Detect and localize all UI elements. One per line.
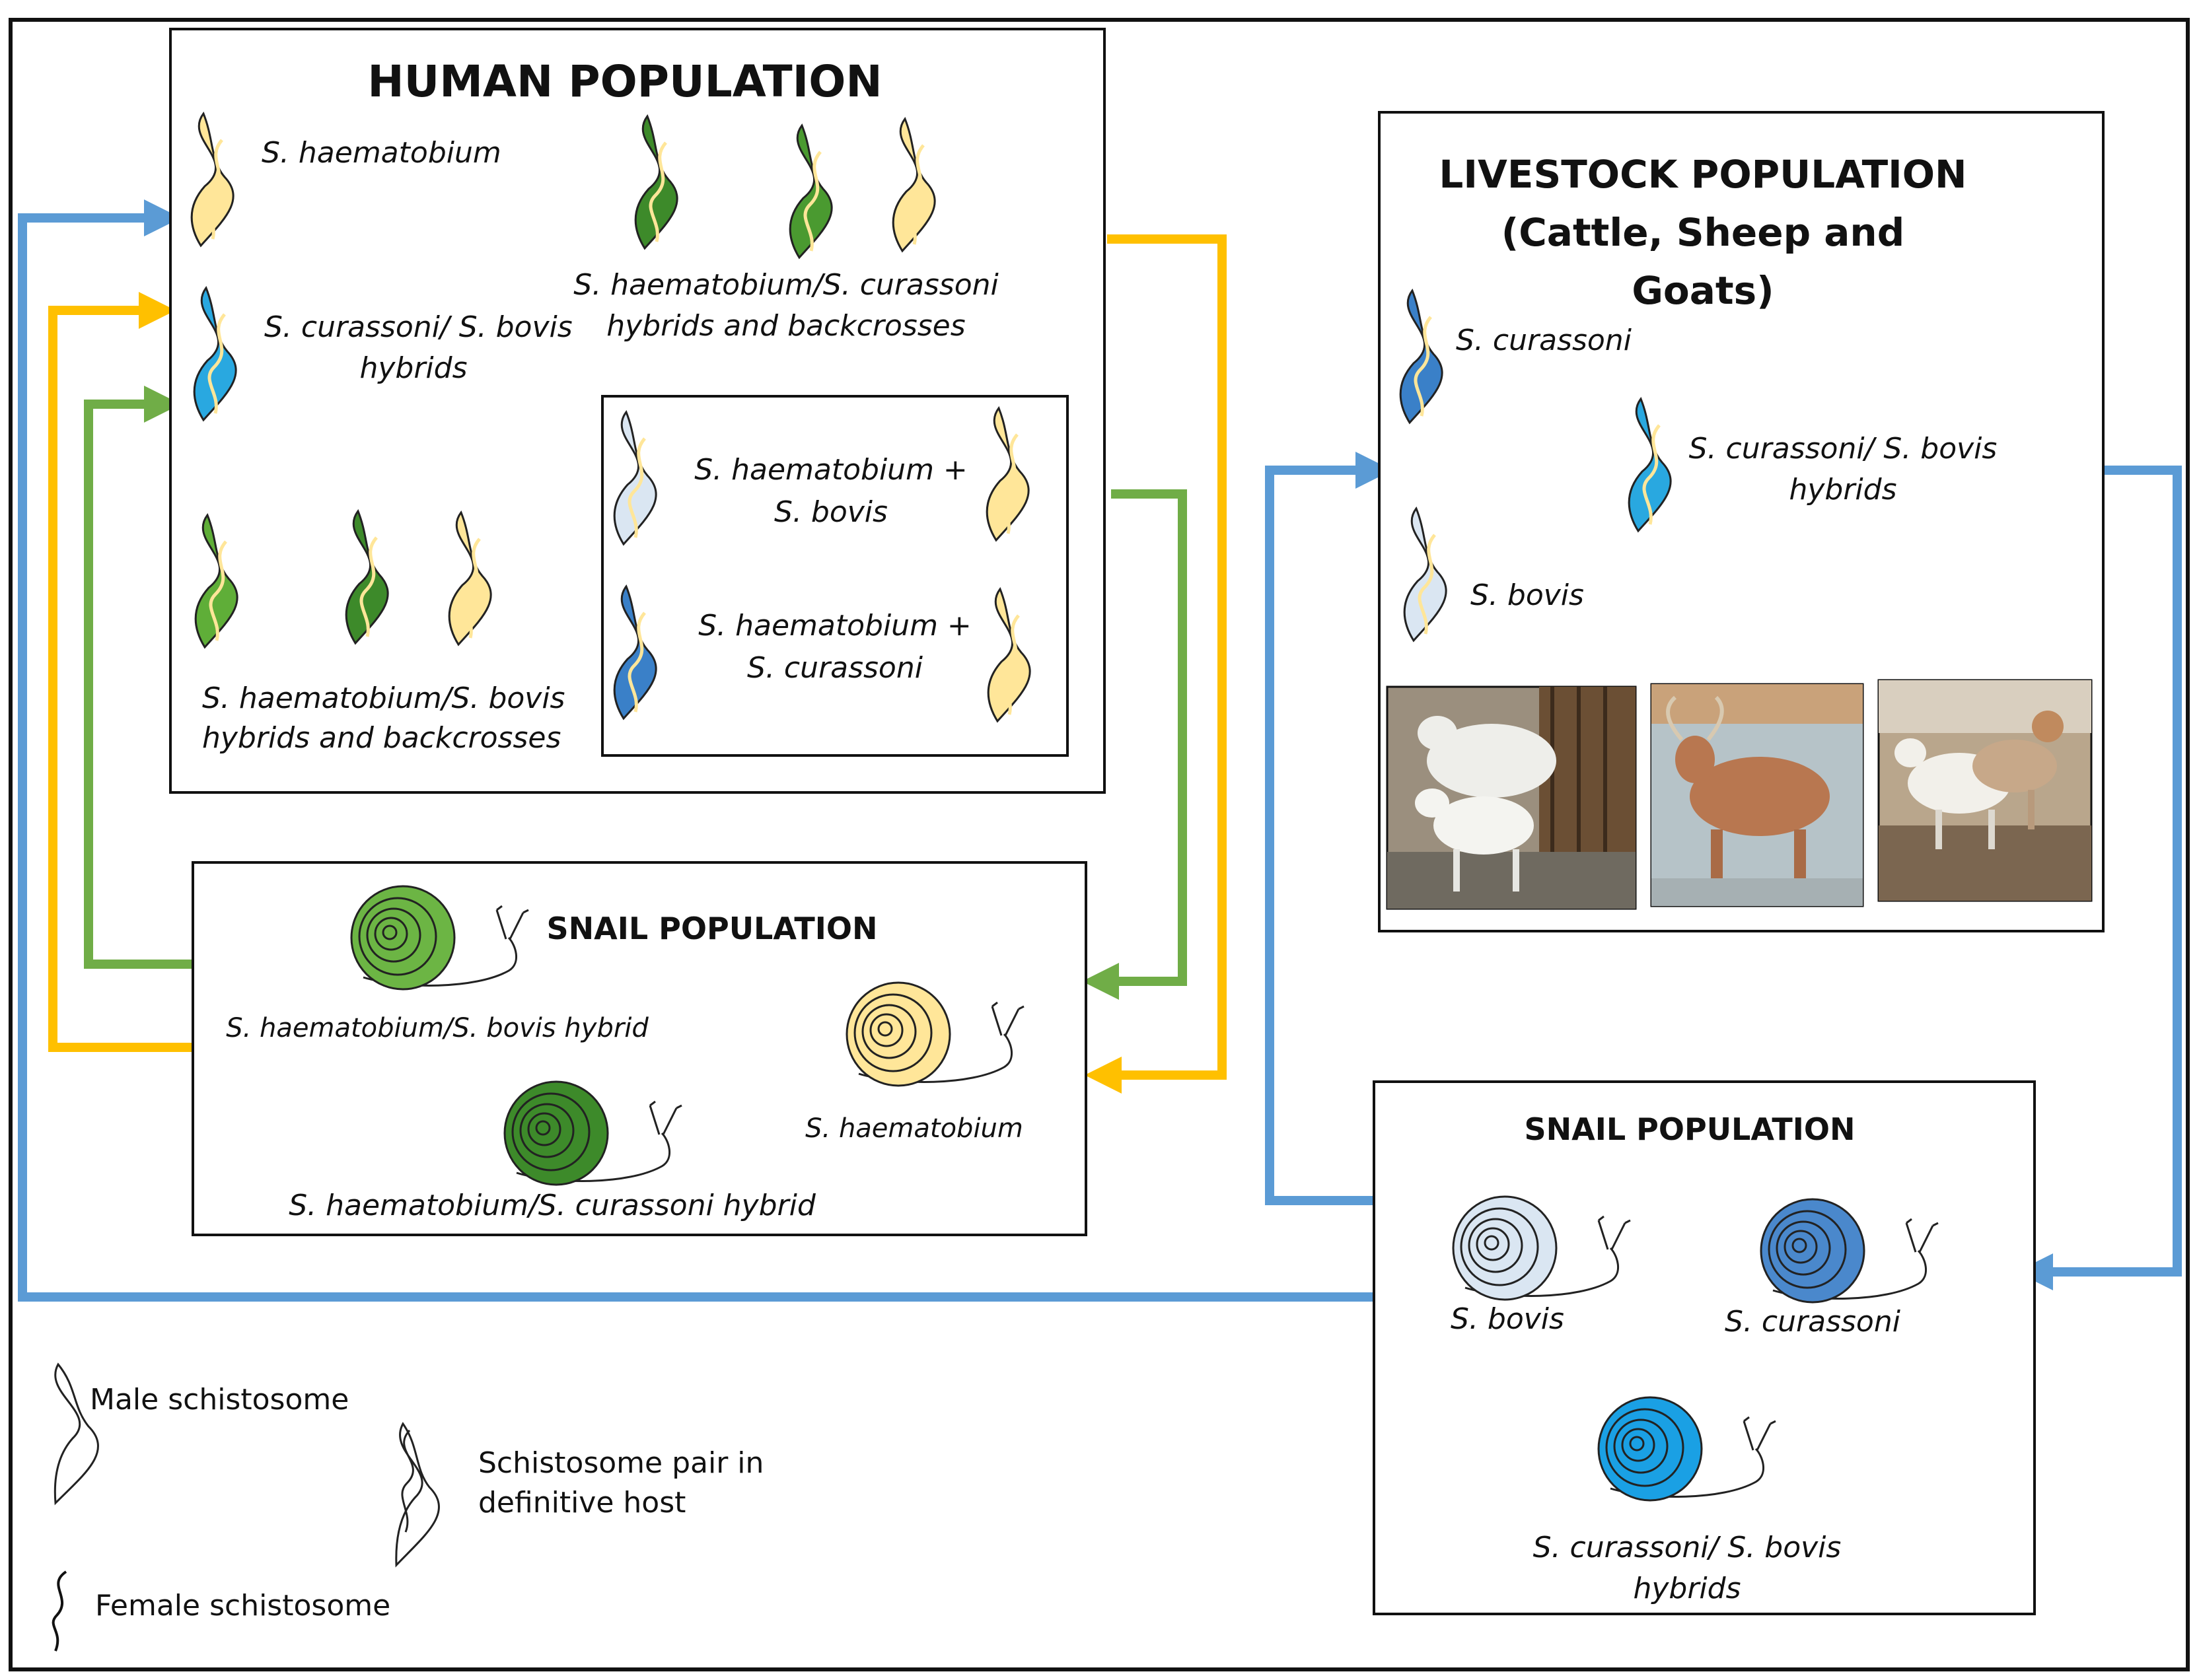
- human-hc-hybrid-label-2: hybrids and backcrosses: [606, 309, 965, 343]
- snail-right-cb-label-2: hybrids: [1633, 1572, 1741, 1605]
- sheep-photo: [1386, 685, 1637, 910]
- human-haematobium-label: S. haematobium: [262, 136, 501, 170]
- snail-right-bovis-label: S. bovis: [1451, 1302, 1564, 1336]
- livestock-cb-label-1: S. curassoni/ S. bovis: [1689, 432, 1998, 466]
- cattle-photo: [1650, 683, 1864, 907]
- human-title: HUMAN POPULATION: [367, 56, 882, 107]
- livestock-title-1: LIVESTOCK POPULATION: [1439, 152, 1966, 197]
- arrow-right-snail-to-livestock: [1265, 452, 1392, 1205]
- arrow-right-snail-to-human: [18, 199, 1373, 1302]
- livestock-cb-label-2: hybrids: [1789, 473, 1896, 507]
- legend-female-label: Female schistosome: [95, 1589, 390, 1623]
- livestock-title-3: Goats): [1632, 268, 1774, 313]
- legend: Male schistosome Schistosome pair in def…: [52, 1362, 764, 1652]
- arrow-snail-to-human-yellow: [48, 292, 192, 1052]
- schistosome-pair-legend-icon: [395, 1422, 440, 1568]
- livestock-curassoni-label: S. curassoni: [1456, 324, 1632, 357]
- female-schistosome-icon: [52, 1570, 67, 1652]
- human-cb-hybrid-label-2: hybrids: [359, 351, 467, 385]
- arrow-human-to-snail-yellow: [1085, 234, 1227, 1094]
- snail-right-cb-label-1: S. curassoni/ S. bovis: [1533, 1531, 1842, 1564]
- human-hb-hybrid-label-2: hybrids and backcrosses: [202, 721, 561, 755]
- pair1-label-1: S. haematobium +: [694, 453, 968, 487]
- arrow-snail-to-human-green: [84, 386, 192, 969]
- legend-pair-label-1: Schistosome pair in: [478, 1446, 764, 1480]
- snail-left-hc-label: S. haematobium/S. curassoni hybrid: [289, 1189, 816, 1222]
- arrow-livestock-to-right-snail: [2016, 466, 2182, 1290]
- legend-male-label: Male schistosome: [90, 1383, 349, 1417]
- pair2-label-1: S. haematobium +: [698, 609, 972, 643]
- snail-left-title: SNAIL POPULATION: [547, 911, 878, 946]
- snail-population-right-box: [1373, 1080, 2036, 1615]
- snail-right-title: SNAIL POPULATION: [1525, 1111, 1856, 1147]
- male-schistosome-icon: [54, 1362, 99, 1506]
- pair2-label-2: S. curassoni: [747, 651, 923, 685]
- human-hb-hybrid-label-1: S. haematobium/S. bovis: [202, 682, 565, 715]
- livestock-title-2: (Cattle, Sheep and: [1501, 210, 1905, 255]
- goats-photo: [1877, 679, 2093, 902]
- livestock-bovis-label: S. bovis: [1470, 578, 1584, 612]
- outer-frame: [9, 18, 2190, 1671]
- human-cb-hybrid-label-1: S. curassoni/ S. bovis: [264, 310, 573, 344]
- snail-left-haematobium-label: S. haematobium: [805, 1113, 1023, 1144]
- legend-pair-label-2: definitive host: [478, 1486, 686, 1520]
- human-hc-hybrid-label-1: S. haematobium/S. curassoni: [573, 268, 999, 302]
- snail-right-curassoni-label: S. curassoni: [1725, 1305, 1901, 1339]
- snail-left-hb-label: S. haematobium/S. bovis hybrid: [226, 1013, 649, 1043]
- arrow-human-to-snail-green: [1082, 489, 1187, 1000]
- pair1-label-2: S. bovis: [774, 495, 888, 529]
